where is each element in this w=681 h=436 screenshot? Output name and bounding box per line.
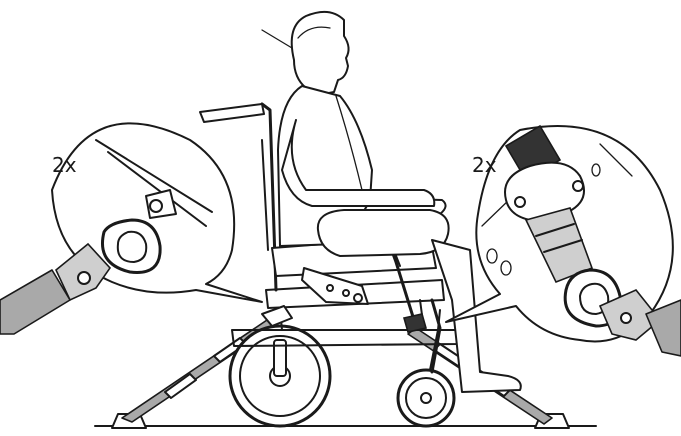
detail-callout-left xyxy=(0,123,262,334)
rear-wheel xyxy=(230,326,330,426)
callout-right-label: 2x xyxy=(472,153,497,177)
callout-left-label: 2x xyxy=(52,153,77,177)
